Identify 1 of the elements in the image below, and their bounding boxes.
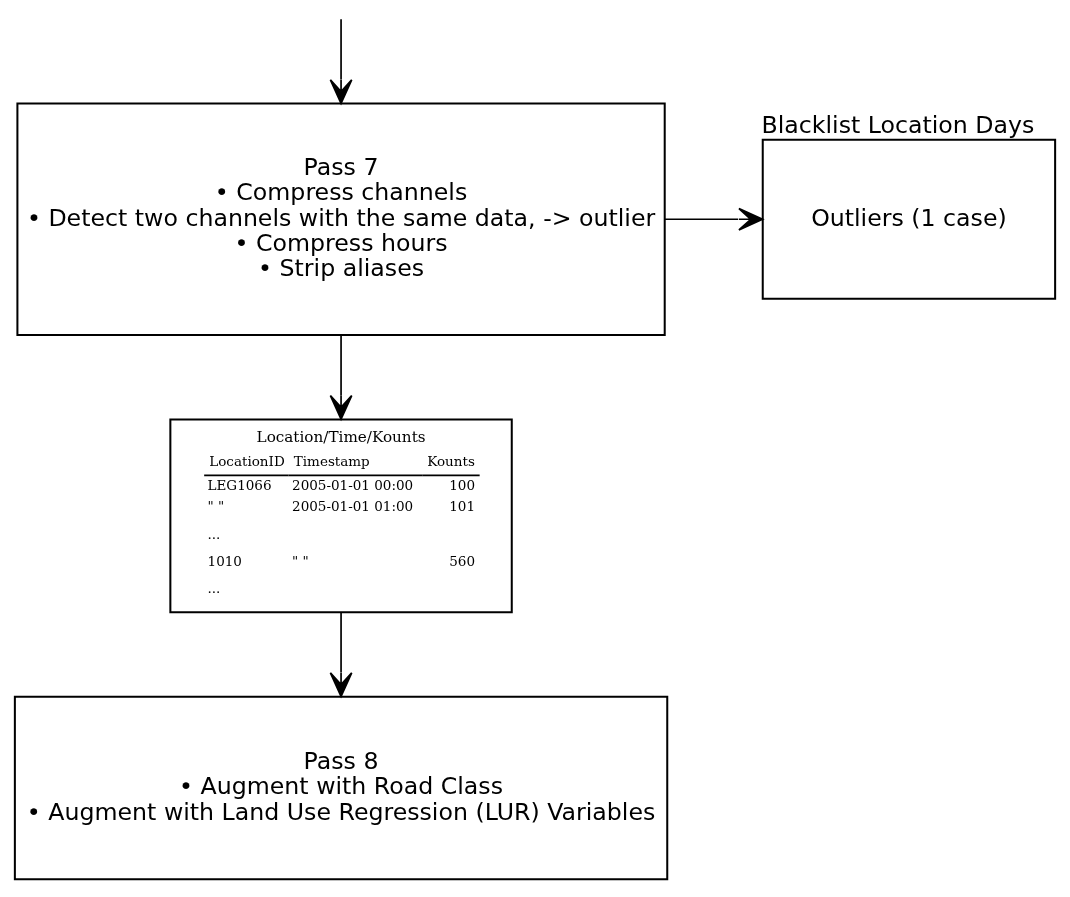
node-label: Blacklist Location Days [761,111,1035,140]
